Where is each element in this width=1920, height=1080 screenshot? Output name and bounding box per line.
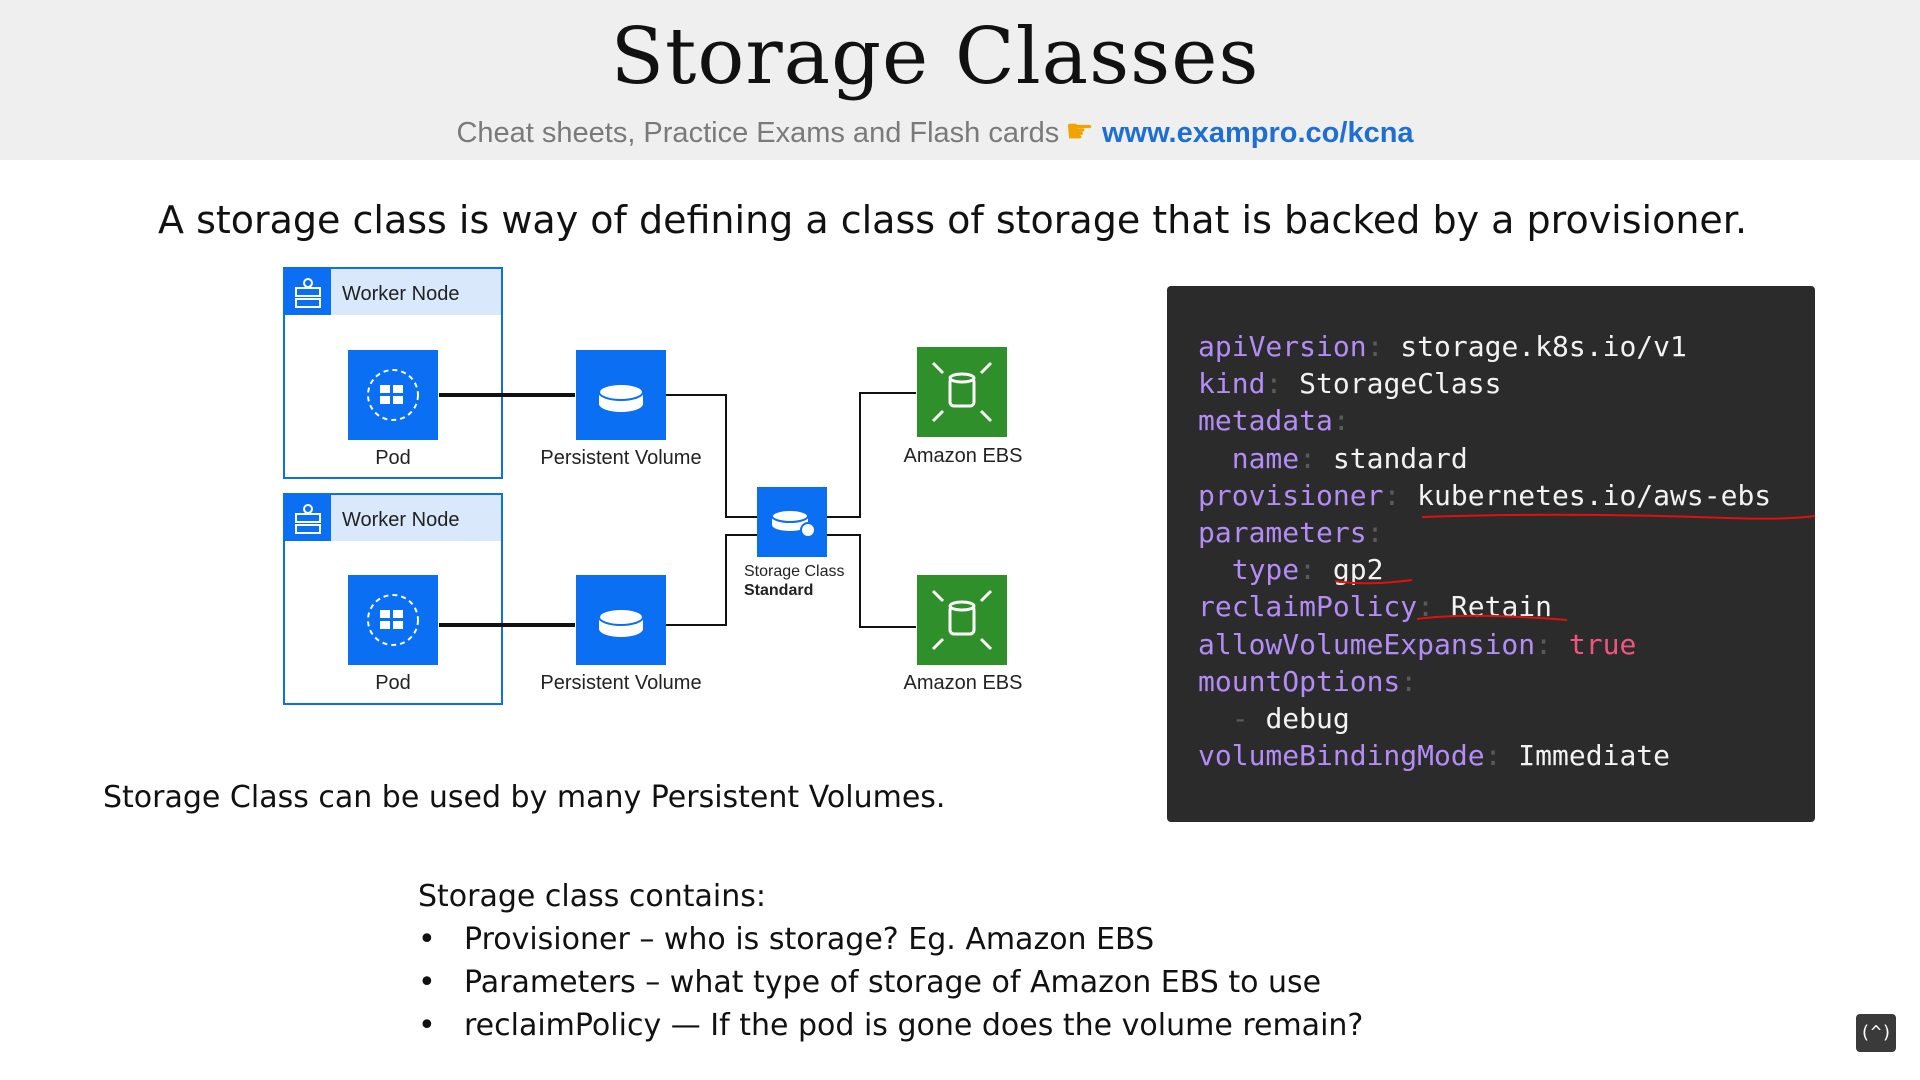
contains-list: Storage class contains: Provisioner – wh… [418,875,1363,1047]
code-value: Immediate [1518,739,1671,773]
red-underlines [1334,513,1815,621]
code-value: storage.k8s.io/v1 [1400,330,1687,363]
list-item: reclaimPolicy — If the pod is gone does … [418,1004,1363,1047]
code-key: kind [1198,367,1266,401]
list-item: Parameters – what type of storage of Ama… [418,961,1363,1004]
server-icon [285,495,331,541]
pointing-hand-icon: ☛ [1065,113,1094,149]
code-key: name [1231,441,1300,475]
intro-sentence: A storage class is way of defining a cla… [158,198,1748,242]
code-value: standard [1332,441,1468,475]
page-title: Storage Classes [610,12,1260,102]
code-value: kubernetes.io/aws-ebs [1417,478,1772,512]
amazon-ebs-label: Amazon EBS [904,445,1023,467]
worker-node-label: Worker Node [342,283,459,305]
amazon-ebs-icon [917,347,1007,437]
persistent-volume-icon [576,350,666,440]
note-text: Storage Class can be used by many Persis… [103,780,946,815]
subtitle-text: Cheat sheets, Practice Exams and Flash c… [456,117,1060,149]
storage-class-icon [757,487,827,557]
code-key: allowVolumeExpansion [1198,627,1536,661]
code-key: type [1231,553,1300,587]
code-value: true [1568,627,1637,661]
storage-class-name: Standard [744,582,813,599]
persistent-volume-label: Persistent Volume [540,672,701,694]
code-key: apiVersion [1198,330,1367,363]
pod-icon [348,350,438,440]
persistent-volume-icon [576,575,666,665]
code-value: debug [1265,702,1350,736]
code-key: provisioner [1198,478,1384,512]
code-key: volumeBindingMode [1198,739,1485,773]
code-value: StorageClass [1299,367,1502,401]
code-value: gp2 [1332,553,1384,587]
server-icon [285,269,331,315]
freecodecamp-logo: (^) [1856,1014,1896,1052]
storage-class-label: Storage Class [744,563,845,580]
code-key: reclaimPolicy [1198,590,1418,624]
contains-heading: Storage class contains: [418,879,767,914]
list-item: Provisioner – who is storage? Eg. Amazon… [418,918,1363,961]
subtitle: Cheat sheets, Practice Exams and Flash c… [0,112,1870,150]
pod-icon [348,575,438,665]
pod-label: Pod [375,672,411,694]
header-bar [0,0,1920,160]
code-key: parameters [1198,516,1367,550]
connectors [439,392,916,628]
pod-label: Pod [375,447,411,469]
amazon-ebs-label: Amazon EBS [904,672,1023,694]
persistent-volume-label: Persistent Volume [540,447,701,469]
amazon-ebs-icon [917,575,1007,665]
code-block: apiVersion: storage.k8s.io/v1 kind: Stor… [1167,286,1815,822]
code-key: mountOptions [1198,664,1401,698]
code-key: metadata [1198,404,1333,438]
worker-node-label: Worker Node [342,509,459,531]
exampro-link[interactable]: www.exampro.co/kcna [1101,117,1414,149]
